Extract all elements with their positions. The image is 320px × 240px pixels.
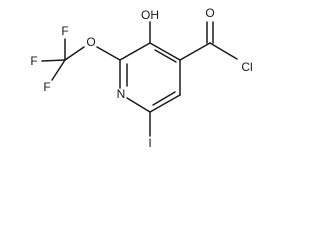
atom-label-ether-o: O [86,35,95,49]
bond-c5-c6-inner [152,91,176,106]
bond-cf3-f-left [41,59,66,62]
atom-label-i: I [148,136,151,150]
bond-carbonyl-cl [209,42,238,60]
atom-label-f-bottom: F [43,80,50,94]
bond-c2-ether-o [96,46,121,61]
atom-label-oh: OH [141,8,159,22]
bond-c4-c4-inner [154,49,177,63]
atom-label-cl: Cl [241,60,252,74]
bond-c3-c4 [149,42,181,61]
bond-c2-c3 [119,42,151,61]
bond-c6-n [126,97,151,113]
atom-label-f-top: F [61,24,68,38]
bond-c5-c6 [149,94,181,113]
bond-cf3-f-bottom [51,59,66,81]
bonds [41,21,238,137]
bond-ether-o-cf3 [64,46,85,61]
atom-label-carbonyl-o: O [205,6,214,20]
chemical-structure-diagram: OH O Cl O F F F N I [30,6,252,150]
bond-c4-carbonyl [179,42,211,61]
atom-label-n: N [117,87,126,101]
atom-label-f-left: F [30,54,37,68]
